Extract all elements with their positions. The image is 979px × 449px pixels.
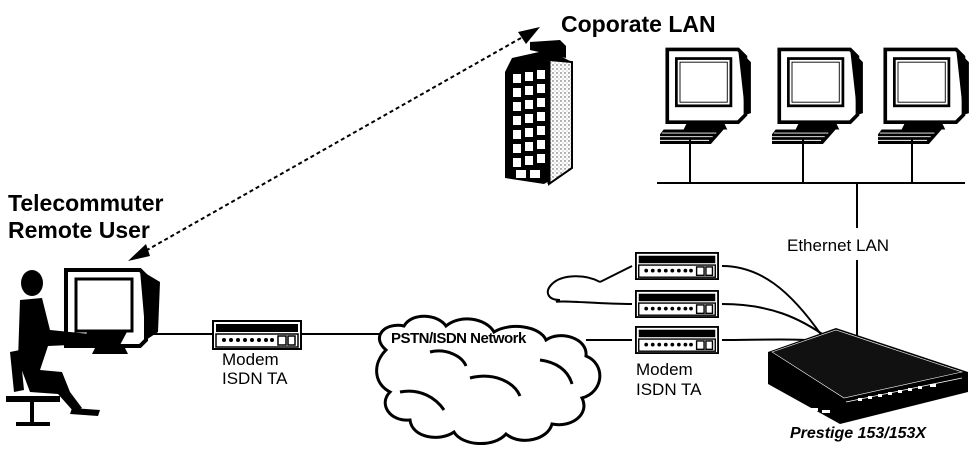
modem-icon [212,320,302,350]
corporate-lan-title: Coporate LAN [561,11,716,37]
modem-right-label-line2: ISDN TA [636,380,702,399]
remote-link-arrow [128,27,540,261]
lan-computer-3 [878,47,971,144]
pstn-network-label: PSTN/ISDN Network [391,330,526,347]
modem-icon [634,326,720,354]
prestige-model-label: Prestige 153/153X [790,425,927,442]
lan-bus [657,138,965,338]
ethernet-lan-label: Ethernet LAN [787,236,890,255]
user-at-computer-icon [6,268,160,426]
modem-left-label-line1: Modem [222,350,279,369]
office-building-icon [505,40,573,186]
modem-right-label-line1: Modem [636,360,693,379]
lan-computer-2 [772,47,865,144]
modem-left-label-line2: ISDN TA [222,369,288,388]
cloud-icon [375,275,602,446]
modem-icon [634,290,720,318]
lan-computer-1 [660,47,753,144]
router-icon [768,328,968,424]
telecommuter-title-line1: Telecommuter [8,190,164,216]
telecommuter-title-line2: Remote User [8,217,150,243]
modem-icon [634,252,720,280]
